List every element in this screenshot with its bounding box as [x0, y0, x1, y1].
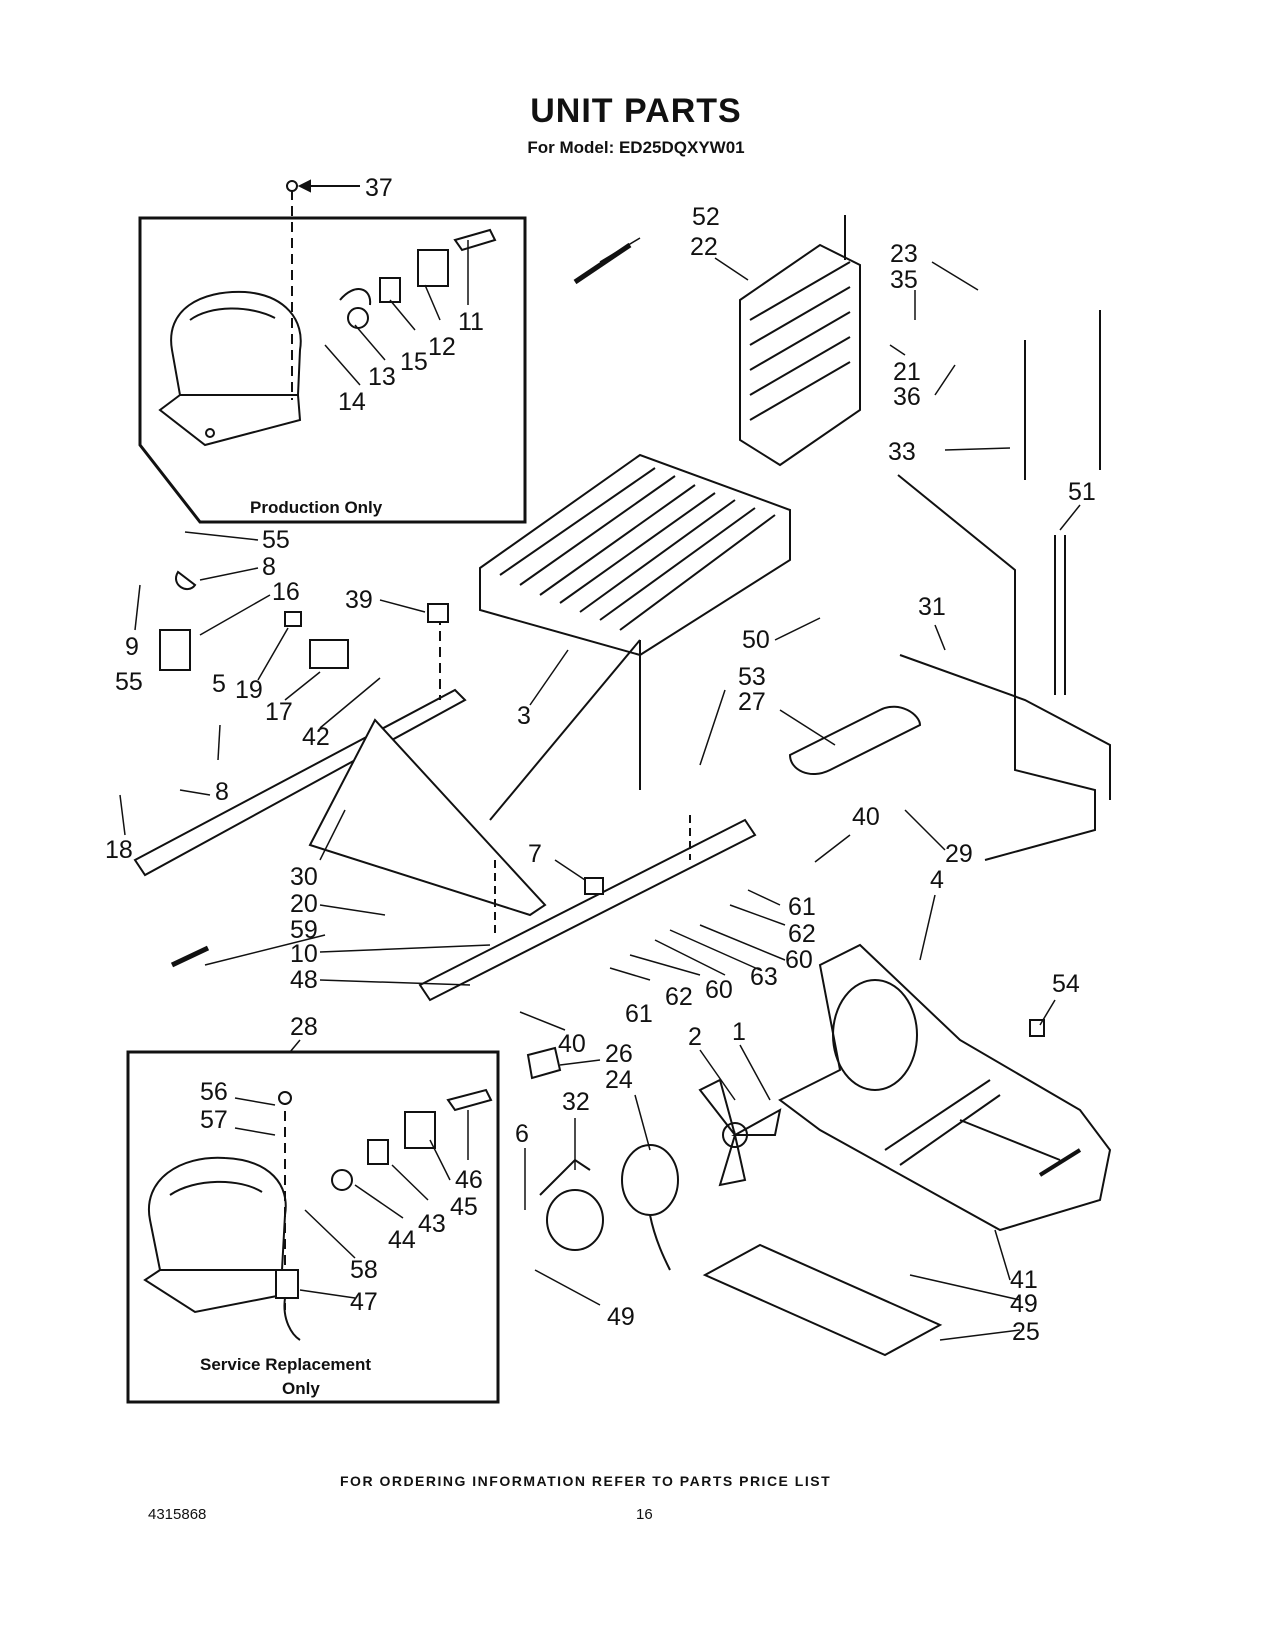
callout-40-lower: 40	[558, 1030, 586, 1058]
callout-55: 55	[262, 526, 290, 554]
mounting-rails	[133, 615, 757, 1002]
callout-51: 51	[1068, 478, 1096, 506]
callout-55-lower: 55	[115, 668, 143, 696]
callout-6: 6	[515, 1120, 529, 1148]
callout-40: 40	[852, 803, 880, 831]
callout-22: 22	[690, 233, 718, 261]
callout-24: 24	[605, 1066, 633, 1094]
callout-20: 20	[290, 890, 318, 918]
callout-58: 58	[350, 1256, 378, 1284]
callout-53: 53	[738, 663, 766, 691]
callout-62-lower: 62	[665, 983, 693, 1011]
callout-26: 26	[605, 1040, 633, 1068]
callout-21: 21	[893, 358, 921, 386]
callout-29: 29	[945, 840, 973, 868]
callout-11: 11	[458, 308, 484, 336]
service-box-caption-line2: Only	[282, 1379, 320, 1398]
callout-39: 39	[345, 586, 373, 614]
model-subtitle: For Model: ED25DQXYW01	[527, 138, 745, 157]
callout-14: 14	[338, 388, 366, 416]
callout-41: 41	[1010, 1266, 1038, 1294]
callout-2: 2	[688, 1023, 702, 1051]
production-only-box: Production Only	[138, 179, 527, 524]
callout-16: 16	[272, 578, 300, 606]
fan-motor-base	[778, 943, 1112, 1232]
production-box-caption: Production Only	[250, 498, 383, 517]
callout-17: 17	[265, 698, 293, 726]
service-box-caption-line1: Service Replacement	[200, 1355, 371, 1374]
callout-50: 50	[742, 626, 770, 654]
callout-13: 13	[368, 363, 396, 391]
callout-52: 52	[692, 203, 720, 231]
callout-61-lower: 61	[625, 1000, 653, 1028]
callout-1: 1	[732, 1018, 746, 1046]
callout-18: 18	[105, 836, 133, 864]
evaporator-coil	[739, 215, 861, 467]
callout-4: 4	[930, 866, 944, 894]
callout-8: 8	[262, 553, 276, 581]
callout-23: 23	[890, 240, 918, 268]
callout-7: 7	[528, 840, 542, 868]
callout-42: 42	[302, 723, 330, 751]
callout-46: 46	[455, 1166, 483, 1194]
callout-12: 12	[428, 333, 456, 361]
filter-drier	[788, 705, 922, 775]
callout-numbers: 37 52 22 23 35 11 12 15 13 14 21 36 33 5…	[105, 174, 1096, 1346]
callout-60-lower: 60	[705, 976, 733, 1004]
callout-31: 31	[918, 593, 946, 621]
compressor-production	[158, 290, 302, 447]
drain-pan	[702, 1243, 943, 1357]
ordering-info-note: FOR ORDERING INFORMATION REFER TO PARTS …	[340, 1473, 832, 1489]
callout-36: 36	[893, 383, 921, 411]
motor-mount-bracket	[539, 1158, 604, 1251]
callout-54: 54	[1052, 970, 1080, 998]
callout-56: 56	[200, 1078, 228, 1106]
callout-33: 33	[888, 438, 916, 466]
callout-48: 48	[290, 966, 318, 994]
callout-49: 49	[607, 1303, 635, 1331]
callout-3: 3	[517, 702, 531, 730]
callout-63: 63	[750, 963, 778, 991]
callout-15: 15	[400, 348, 428, 376]
compressor-service	[143, 1156, 287, 1314]
callout-60: 60	[785, 946, 813, 974]
page-title: UNIT PARTS	[530, 92, 742, 130]
refrigerant-tubing	[897, 310, 1111, 861]
small-hardware	[159, 242, 1082, 1177]
fan-blade	[698, 1078, 782, 1187]
callout-62: 62	[788, 920, 816, 948]
callout-19: 19	[235, 676, 263, 704]
callout-44: 44	[388, 1226, 416, 1254]
callout-30: 30	[290, 863, 318, 891]
callout-49-right: 49	[1010, 1290, 1038, 1318]
callout-9: 9	[125, 633, 139, 661]
condenser-coil	[479, 453, 791, 821]
callout-59: 59	[290, 916, 318, 944]
callout-32: 32	[562, 1088, 590, 1116]
callout-47: 47	[350, 1288, 378, 1316]
callout-35: 35	[890, 266, 918, 294]
callout-10: 10	[290, 940, 318, 968]
callout-25: 25	[1012, 1318, 1040, 1346]
leader-lines	[119, 237, 1081, 1341]
callout-8-lower: 8	[215, 778, 229, 806]
callout-28: 28	[290, 1013, 318, 1041]
service-replacement-box: Service Replacement Only	[126, 1050, 500, 1404]
callout-57: 57	[200, 1106, 228, 1134]
page-number: 16	[636, 1506, 653, 1523]
callout-43: 43	[418, 1210, 446, 1238]
fan-motor	[621, 1144, 679, 1271]
callout-5: 5	[212, 670, 226, 698]
callout-61: 61	[788, 893, 816, 921]
document-number: 4315868	[148, 1506, 207, 1523]
callout-27: 27	[738, 688, 766, 716]
callout-37: 37	[365, 174, 393, 202]
callout-45: 45	[450, 1193, 478, 1221]
